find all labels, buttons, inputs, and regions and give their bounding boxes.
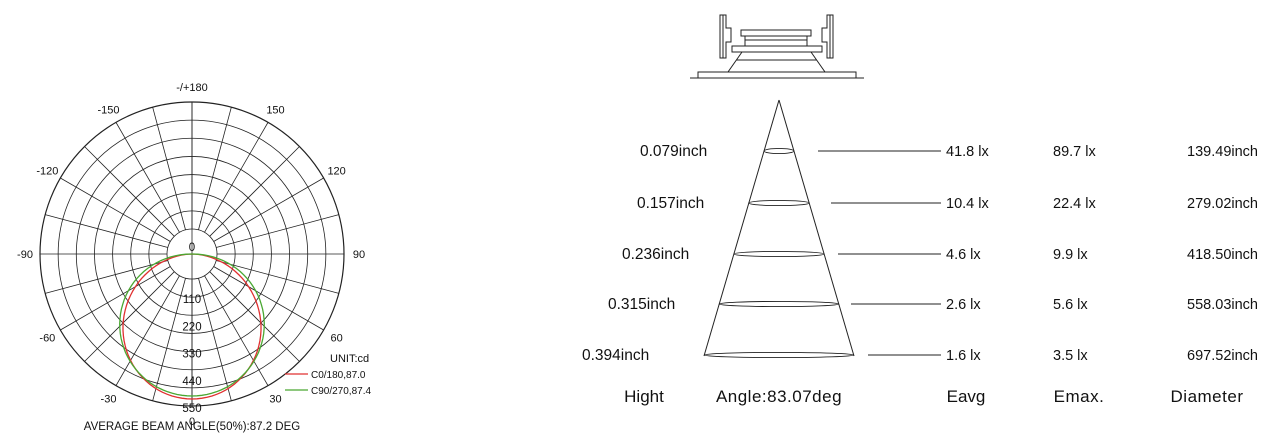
polar-chart: -/+180 150 -150 120 -120 90 -90 60 -60 30 -30 0 0 11… <box>17 82 371 433</box>
polar-radial-label: 110 <box>183 294 201 306</box>
polar-radial-label: 0 <box>189 242 195 254</box>
polar-angle-labels: -/+180 150 -150 120 -120 90 -90 60 -60 30 -30 0 <box>17 82 365 428</box>
row-height-label: 0.394inch <box>582 347 649 364</box>
polar-spoke <box>60 266 171 331</box>
polar-spoke <box>209 146 300 237</box>
row-diameter-value: 139.49inch <box>1187 144 1258 160</box>
polar-spoke <box>115 122 180 233</box>
polar-angle-label: -/+180 <box>176 82 208 94</box>
curve-c0-180 <box>122 253 262 400</box>
polar-spoke <box>204 275 269 386</box>
legend-label-c0: C0/180,87.0 <box>311 370 366 381</box>
row-eavg-value: 2.6 lx <box>946 297 981 313</box>
row-emax-value: 9.9 lx <box>1053 247 1088 263</box>
legend-label-c90: C90/270,87.4 <box>311 386 371 397</box>
polar-radial-labels: 0 110 220 330 440 550 <box>182 242 201 415</box>
unit-label: UNIT:cd <box>330 353 369 365</box>
cone-rows: 0.079inch 41.8 lx 89.7 lx 139.49inch 0.157in… <box>582 143 1258 364</box>
polar-radial-label: 220 <box>182 321 201 333</box>
polar-spoke <box>216 260 339 294</box>
polar-angle-label: -30 <box>101 394 117 406</box>
polar-angle-label: -60 <box>39 333 55 345</box>
polar-angle-label: 30 <box>269 394 281 406</box>
polar-spoke <box>45 214 168 248</box>
cone-footer: Hight Angle:83.07deg Eavg Emax. Diameter <box>624 387 1243 406</box>
polar-spoke <box>198 278 232 401</box>
row-height-label: 0.079inch <box>640 143 707 160</box>
polar-spoke <box>84 271 175 362</box>
cone-section <box>703 351 855 359</box>
luminaire-drawing <box>690 14 864 79</box>
cone-section <box>763 147 795 155</box>
footer-height-label: Hight <box>624 387 664 406</box>
curve-c90-270 <box>119 253 265 397</box>
polar-spoke <box>60 177 171 242</box>
illuminance-cone: 0.079inch 41.8 lx 89.7 lx 139.49inch 0.157in… <box>582 99 1258 364</box>
row-diameter-value: 697.52inch <box>1187 348 1258 364</box>
cone-left-edge <box>703 99 780 357</box>
row-diameter-value: 418.50inch <box>1187 247 1258 263</box>
polar-angle-label: 120 <box>327 166 345 178</box>
polar-spoke <box>45 260 168 294</box>
polar-spoke <box>209 271 300 362</box>
average-beam-angle: AVERAGE BEAM ANGLE(50%):87.2 DEG <box>84 421 301 433</box>
polar-angle-label: 60 <box>331 333 343 345</box>
cone-section <box>748 199 810 207</box>
polar-angle-label: -120 <box>36 166 58 178</box>
row-emax-value: 89.7 lx <box>1053 144 1096 160</box>
polar-spoke <box>152 278 186 401</box>
cone-right-edge <box>778 99 855 357</box>
polar-spoke <box>152 107 186 230</box>
polar-radial-label: 330 <box>182 349 201 361</box>
footer-emax-label: Emax. <box>1054 387 1105 406</box>
polar-spoke <box>213 266 324 331</box>
cone-section <box>733 250 825 258</box>
row-diameter-value: 279.02inch <box>1187 196 1258 212</box>
polar-radial-label: 550 <box>182 403 201 415</box>
row-emax-value: 22.4 lx <box>1053 196 1096 212</box>
row-height-label: 0.236inch <box>622 246 689 263</box>
polar-spoke <box>84 146 175 237</box>
row-diameter-value: 558.03inch <box>1187 297 1258 313</box>
footer-eavg-label: Eavg <box>947 387 986 406</box>
polar-spoke <box>213 177 324 242</box>
polar-spoke <box>198 107 232 230</box>
row-eavg-value: 4.6 lx <box>946 247 981 263</box>
footer-angle-label: Angle:83.07deg <box>716 387 842 406</box>
polar-angle-label: -90 <box>17 249 33 261</box>
row-emax-value: 5.6 lx <box>1053 297 1088 313</box>
polar-spoke <box>216 214 339 248</box>
polar-angle-label: -150 <box>97 104 119 116</box>
row-emax-value: 3.5 lx <box>1053 348 1088 364</box>
polar-angle-label: 150 <box>266 104 284 116</box>
polar-spoke <box>115 275 180 386</box>
row-height-label: 0.315inch <box>608 296 675 313</box>
row-eavg-value: 10.4 lx <box>946 196 989 212</box>
cone-section <box>718 300 840 308</box>
row-height-label: 0.157inch <box>637 195 704 212</box>
polar-angle-label: 90 <box>353 249 365 261</box>
footer-diameter-label: Diameter <box>1171 387 1244 406</box>
polar-spoke <box>204 122 269 233</box>
row-eavg-value: 1.6 lx <box>946 348 981 364</box>
polar-radial-label: 440 <box>182 376 201 388</box>
row-eavg-value: 41.8 lx <box>946 144 989 160</box>
polar-angle-label: 0 <box>189 416 195 428</box>
polar-grid <box>39 101 345 407</box>
